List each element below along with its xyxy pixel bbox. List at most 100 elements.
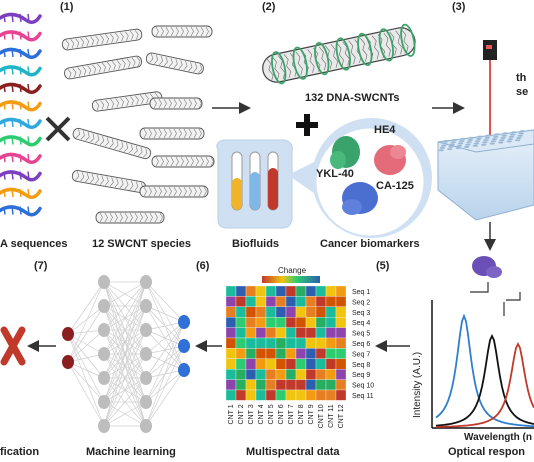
heatmap-cell — [315, 348, 327, 359]
heatmap-cell — [295, 348, 307, 359]
heatmap-cell — [305, 379, 317, 391]
heatmap-cell — [315, 369, 327, 380]
heatmap-cell — [235, 317, 247, 328]
swcnt-tube — [151, 25, 213, 38]
heatmap-cell — [245, 348, 257, 359]
heatmap-col-label: CNT 2 — [238, 404, 245, 424]
heatmap-cell — [295, 296, 307, 307]
dna-strand — [0, 30, 42, 42]
heatmap-cell — [255, 317, 267, 328]
biofluids-label: Biofluids — [232, 238, 280, 250]
heatmap-cell — [275, 369, 287, 380]
heatmap-cell — [295, 306, 307, 318]
heatmap-cell — [335, 317, 347, 328]
heatmap-cell — [255, 379, 267, 391]
heatmap-cell — [315, 337, 327, 349]
heatmap-cell — [305, 317, 317, 328]
plate-reader-text-1: th — [516, 72, 527, 84]
heatmap-cell — [255, 306, 267, 318]
swcnt-tube — [71, 169, 146, 193]
heatmap-cell — [255, 358, 267, 370]
heatmap-cell — [275, 306, 287, 318]
heatmap-cell — [265, 306, 277, 318]
heatmap-cell — [305, 327, 317, 339]
network-node — [98, 323, 110, 337]
heatmap-cell — [335, 306, 347, 318]
classification-label: fication — [0, 446, 40, 458]
heatmap-cell — [295, 358, 307, 370]
heatmap-cell — [295, 369, 307, 380]
heatmap-row-label: Seq 7 — [352, 351, 370, 358]
heatmap-cell — [335, 358, 347, 370]
step-6-label: (6) — [196, 260, 210, 272]
heatmap-cell — [325, 296, 337, 307]
network-node — [140, 419, 152, 433]
dna-strand — [0, 100, 42, 112]
heatmap-cell — [285, 369, 297, 380]
step-5-label: (5) — [376, 260, 390, 272]
heatmap-cell — [235, 358, 247, 370]
heatmap-cell — [225, 285, 237, 297]
heatmap-cell — [295, 285, 307, 297]
heatmap-cell — [335, 327, 347, 339]
swcnt-tube — [72, 127, 152, 160]
dna-sequences-label: A sequences — [0, 238, 68, 250]
heatmap-cell — [285, 317, 297, 328]
heatmap-cell — [295, 389, 307, 401]
heatmap-cell — [335, 337, 347, 349]
swcnt-tube — [64, 55, 143, 80]
heatmap-col-label: CNT 4 — [258, 404, 265, 424]
heatmap-col-label: CNT 5 — [268, 404, 275, 424]
swcnt-tube — [95, 211, 165, 224]
heatmap-cell — [325, 389, 337, 401]
swcnt-tube — [139, 185, 209, 198]
heatmap-cell — [305, 369, 317, 380]
plate-reader-text-2: se — [516, 86, 529, 98]
dna-swcnt-tube — [262, 23, 416, 85]
heatmap-cell — [325, 348, 337, 359]
heatmap-cell — [245, 369, 257, 380]
heatmap-cell — [315, 296, 327, 307]
spectral-peak — [435, 313, 534, 428]
heatmap-cell — [295, 317, 307, 328]
heatmap-cell — [225, 348, 237, 359]
network-node — [178, 315, 190, 329]
heatmap-cell — [245, 327, 257, 339]
heatmap-cell — [265, 337, 277, 349]
heatmap-cell — [325, 327, 337, 339]
heatmap-cell — [245, 389, 257, 401]
dna-strand — [0, 82, 42, 94]
network-node — [98, 419, 110, 433]
network-node — [98, 299, 110, 313]
heatmap-col-label: CNT 12 — [338, 404, 345, 428]
heatmap-cell — [305, 337, 317, 349]
heatmap-cell — [295, 379, 307, 391]
heatmap-cell — [255, 327, 267, 339]
heatmap-row-label: Seq 5 — [352, 331, 370, 338]
heatmap-cell — [235, 327, 247, 339]
heatmap-cell — [275, 337, 287, 349]
multispectral-data-label: Multispectral data — [246, 446, 340, 458]
heatmap-cell — [275, 317, 287, 328]
heatmap-cell — [245, 317, 257, 328]
heatmap-cell — [265, 327, 277, 339]
heatmap-cell — [245, 296, 257, 307]
optical-response-label: Optical respon — [448, 446, 526, 458]
heatmap-cell — [235, 285, 247, 297]
heatmap-cell — [335, 369, 347, 380]
dna-strand — [0, 187, 42, 199]
dna-sequences-graphic — [0, 12, 42, 217]
network-node — [98, 371, 110, 385]
dna-strand — [0, 47, 42, 59]
optical-response-plot — [431, 300, 534, 429]
heatmap-cell — [305, 389, 317, 401]
biomarker-ca125-label: CA-125 — [376, 180, 414, 192]
dna-strand — [0, 117, 42, 129]
heatmap-cell — [235, 337, 247, 349]
wavelength-axis-label: Wavelength (n — [464, 432, 532, 443]
heatmap-cell — [285, 327, 297, 339]
heatmap-cell — [325, 358, 337, 370]
network-node — [62, 355, 74, 369]
swcnt-tube — [61, 28, 143, 51]
